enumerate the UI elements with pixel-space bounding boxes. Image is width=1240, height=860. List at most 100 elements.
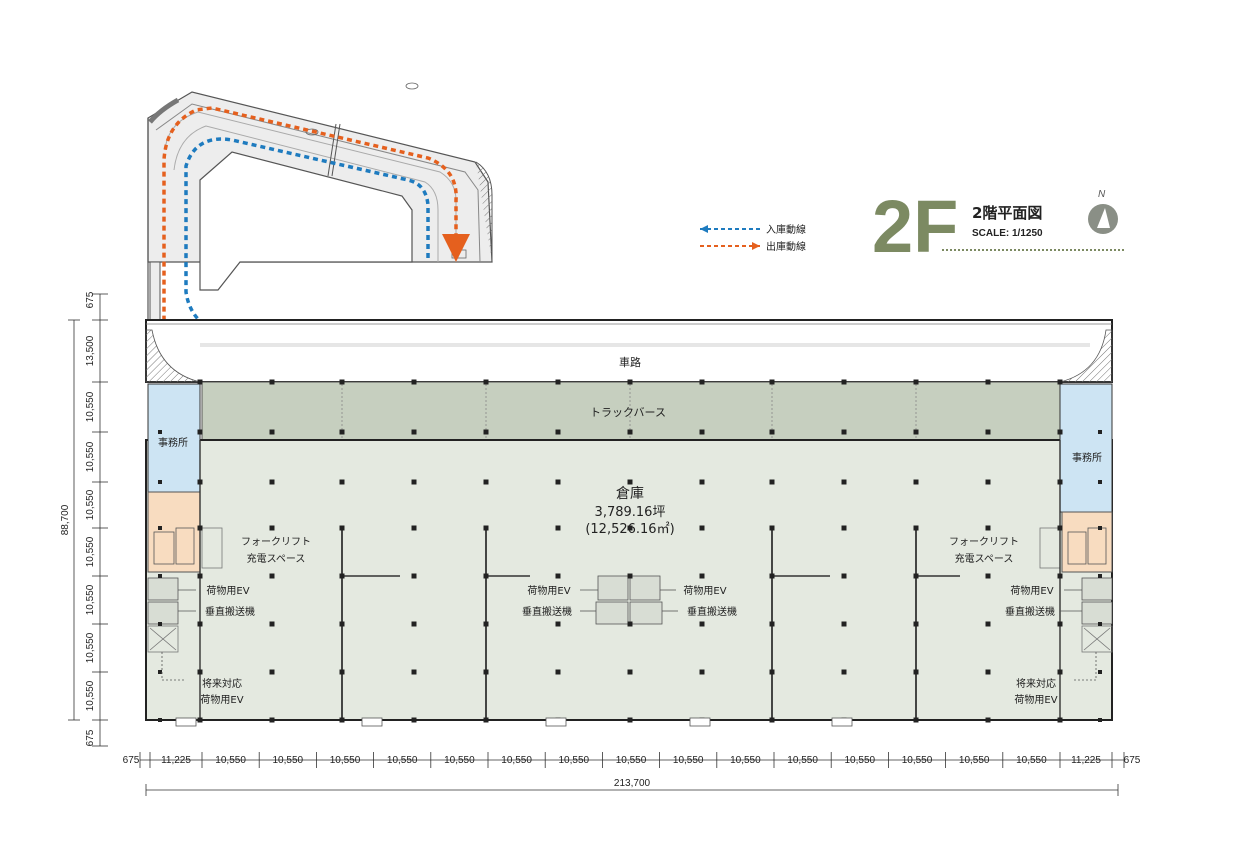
column [197,525,203,531]
office-left-label: 事務所 [158,436,188,449]
column [1057,669,1063,675]
column [841,669,847,675]
column [197,669,203,675]
floor-title: 2F [872,185,958,268]
column [197,479,203,485]
dimension-h-label: 10,550 [787,755,818,766]
dimension-h-label: 10,550 [501,755,532,766]
column [411,717,417,723]
column [483,479,489,485]
future-ev-right-label-1: 将来対応 [1016,677,1056,690]
column [555,621,561,627]
column [769,429,775,435]
column [627,717,633,723]
column [483,379,489,385]
column [627,379,633,385]
column [985,479,991,485]
dimension-h-label: 11,225 [1071,755,1101,766]
leader-lines [161,589,1097,681]
dimension-lines: 675 11,225 10,550 10,550 10,550 10,550 10,550 1… [60,291,1141,796]
column [841,379,847,385]
total-height-label: 88,700 [60,504,71,535]
column [158,526,162,530]
plan-name: 2階平面図 [972,204,1042,222]
title-block: 2F 2階平面図 SCALE: 1/1250 N [872,185,1126,268]
column [411,479,417,485]
dock-door [361,717,383,727]
column [411,379,417,385]
dimension-h-label: 10,550 [902,755,933,766]
column [269,479,275,485]
column [411,573,417,579]
dock-doors [175,717,853,727]
column [269,717,275,723]
column [841,479,847,485]
column [483,429,489,435]
future-ev-right-label-2: 荷物用EV [1014,693,1057,706]
future-ev-left-label-1: 将来対応 [202,677,242,690]
column [1057,379,1063,385]
column [985,525,991,531]
dimension-v-label: 10,550 [85,391,96,422]
column [841,429,847,435]
column [985,717,991,723]
column [1057,621,1063,627]
column [483,669,489,675]
column [985,429,991,435]
column [913,525,919,531]
column [913,717,919,723]
column [985,573,991,579]
column [339,379,345,385]
dimension-h-label: 10,550 [616,755,647,766]
dimension-h-label: 10,550 [673,755,704,766]
dimension-h-label: 10,550 [730,755,761,766]
office-right-label: 事務所 [1072,451,1102,464]
column [555,379,561,385]
column [197,717,203,723]
dimension-h-label: 10,550 [387,755,418,766]
column [555,429,561,435]
dimension-h-label: 10,550 [559,755,590,766]
future-ev-left-label-2: 荷物用EV [200,693,243,706]
column [339,621,345,627]
column [699,479,705,485]
dimension-h-label: 10,550 [444,755,475,766]
dimension-v-label: 13,500 [85,335,96,366]
column [339,479,345,485]
conveyor-center-left-label: 垂直搬送機 [522,605,572,618]
dimension-h-label: 10,550 [330,755,361,766]
column [699,669,705,675]
total-width-label: 213,700 [614,778,651,789]
road-label: 車路 [619,355,641,369]
column [841,525,847,531]
column [339,429,345,435]
column [339,525,345,531]
column [1057,429,1063,435]
column [913,379,919,385]
dock-door [689,717,711,727]
column [197,379,203,385]
column [913,573,919,579]
column [1098,718,1102,722]
column [769,621,775,627]
column [269,379,275,385]
dimension-h-label: 10,550 [273,755,304,766]
conveyor-left-label: 垂直搬送機 [205,605,255,618]
truck-berth-label: トラックバース [590,406,666,419]
column [913,669,919,675]
column [985,669,991,675]
column [913,429,919,435]
column [699,525,705,531]
warehouse-area-tsubo: 3,789.16坪 [595,505,666,520]
column [555,573,561,579]
dimension-h-label: 10,550 [845,755,876,766]
dimension-v-label: 675 [85,291,96,308]
dimension-h-label: 675 [1124,755,1141,766]
column [158,574,162,578]
column [1098,526,1102,530]
column-grid [158,379,1102,723]
warehouse-area-m2: (12,526.16㎡) [585,522,674,537]
column [1098,670,1102,674]
forklift-right-label-2: 充電スペース [955,552,1014,565]
column [269,669,275,675]
